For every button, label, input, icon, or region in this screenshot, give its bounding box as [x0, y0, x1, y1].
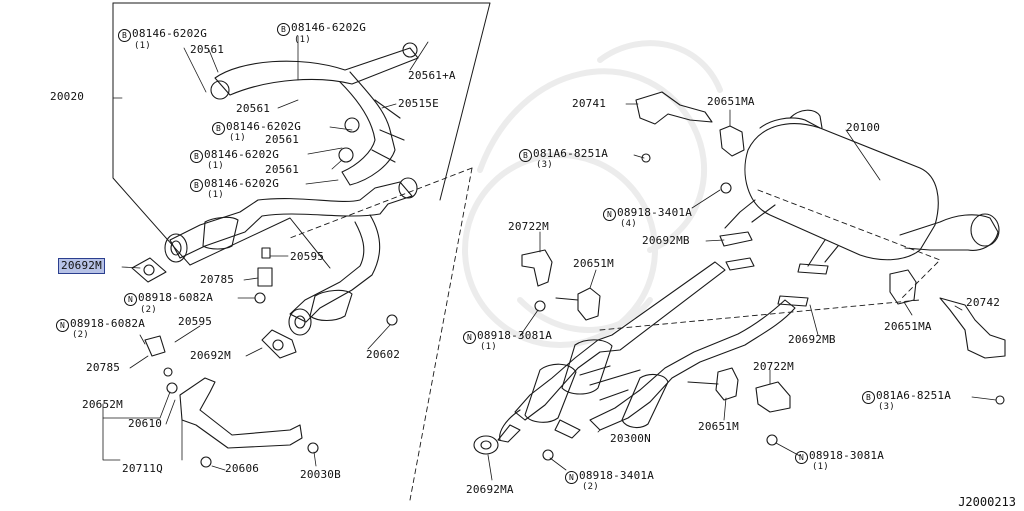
- part-label-20711q: 20711Q: [122, 462, 163, 475]
- bolt-icon: B: [190, 150, 203, 163]
- part-label-20652m: 20652M: [82, 398, 123, 411]
- bolt-qty-f: (3): [536, 160, 553, 170]
- front-gaskets-brackets: [131, 247, 398, 468]
- bolt-icon: B: [118, 29, 131, 42]
- nut-icon: N: [56, 319, 69, 332]
- part-label-20651m-a: 20651M: [573, 257, 614, 270]
- part-label-20561-a: 20561: [190, 43, 225, 56]
- bolt-qty-c: (1): [229, 133, 246, 143]
- part-label-20595-b: 20595: [178, 315, 213, 328]
- bolt-part-number: 081A6-8251A: [876, 389, 952, 402]
- part-label-20692mb-a: 20692MB: [642, 234, 690, 247]
- part-label-20692mb-b: 20692MB: [788, 333, 836, 346]
- part-label-20561a: 20561+A: [408, 69, 456, 82]
- front-pipe-frame: [112, 2, 491, 269]
- leader-lines: [102, 35, 997, 481]
- part-label-20602: 20602: [366, 348, 401, 361]
- part-label-20742: 20742: [966, 296, 1001, 309]
- bolt-icon: B: [277, 23, 290, 36]
- nut-qty-e: (1): [812, 462, 829, 472]
- part-label-20722m-b: 20722M: [753, 360, 794, 373]
- nut-part-number: 08918-6082A: [70, 317, 146, 330]
- part-label-20722m-a: 20722M: [508, 220, 549, 233]
- bolt-qty-b: (1): [294, 35, 311, 45]
- bolt-qty-g: (3): [878, 402, 895, 412]
- bolt-qty-e: (1): [207, 190, 224, 200]
- part-label-20692m-highlighted[interactable]: 20692M: [58, 258, 105, 274]
- part-label-20651m-b: 20651M: [698, 420, 739, 433]
- nut-part-number: 08918-3081A: [809, 449, 885, 462]
- bolt-part-number: 08146-6202G: [132, 27, 208, 40]
- part-label-20741: 20741: [572, 97, 607, 110]
- nut-qty-b: (2): [72, 330, 89, 340]
- part-label-20785-a: 20785: [200, 273, 235, 286]
- nut-part-number: 08918-3081A: [477, 329, 553, 342]
- bolt-part-number: 08146-6202G: [226, 120, 302, 133]
- bolt-part-number: 08146-6202G: [204, 177, 280, 190]
- bolt-icon: B: [190, 179, 203, 192]
- bolt-icon: B: [519, 149, 532, 162]
- diagram-reference-code: J2000213: [958, 495, 1016, 509]
- part-label-20785-b: 20785: [86, 361, 121, 374]
- nut-part-number: 08918-3401A: [579, 469, 655, 482]
- rear-center-pipes: [473, 261, 796, 455]
- part-label-20651ma-b: 20651MA: [884, 320, 932, 333]
- rear-muffler: [724, 109, 1000, 267]
- nut-icon: N: [795, 451, 808, 464]
- part-label-20595-a: 20595: [290, 250, 325, 263]
- nut-part-number: 08918-3401A: [617, 206, 693, 219]
- nut-icon: N: [463, 331, 476, 344]
- nut-qty-f: (2): [582, 482, 599, 492]
- nut-icon: N: [124, 293, 137, 306]
- part-label-20692m-b: 20692M: [190, 349, 231, 362]
- part-label-20561-c: 20561: [265, 133, 300, 146]
- part-label-20030b: 20030B: [300, 468, 341, 481]
- bolt-part-number: 08146-6202G: [291, 21, 367, 34]
- nut-icon: N: [603, 208, 616, 221]
- part-label-20561-d: 20561: [265, 163, 300, 176]
- bolt-qty-a: (1): [134, 41, 151, 51]
- part-label-20561-b: 20561: [236, 102, 271, 115]
- nut-qty-a: (2): [140, 305, 157, 315]
- nut-part-number: 08918-6082A: [138, 291, 214, 304]
- bolt-icon: B: [862, 391, 875, 404]
- part-label-20606: 20606: [225, 462, 260, 475]
- front-catalyst-pipes: [164, 177, 418, 336]
- front-group-frame: [289, 167, 473, 501]
- nut-icon: N: [565, 471, 578, 484]
- part-label-20610: 20610: [128, 417, 163, 430]
- part-label-20515e: 20515E: [398, 97, 439, 110]
- part-label-20020: 20020: [50, 90, 85, 103]
- part-label-20651ma-a: 20651MA: [707, 95, 755, 108]
- nut-qty-c: (4): [620, 219, 637, 229]
- watermark-emblem: [462, 40, 723, 348]
- part-label-20300n: 20300N: [610, 432, 651, 445]
- bolt-qty-d: (1): [207, 161, 224, 171]
- bolt-part-number: 08146-6202G: [204, 148, 280, 161]
- part-label-20100: 20100: [846, 121, 881, 134]
- part-label-20692ma: 20692MA: [466, 483, 514, 496]
- bolt-part-number: 081A6-8251A: [533, 147, 609, 160]
- bolt-icon: B: [212, 122, 225, 135]
- nut-qty-d: (1): [480, 342, 497, 352]
- rear-hangers-gaskets: [521, 91, 1006, 461]
